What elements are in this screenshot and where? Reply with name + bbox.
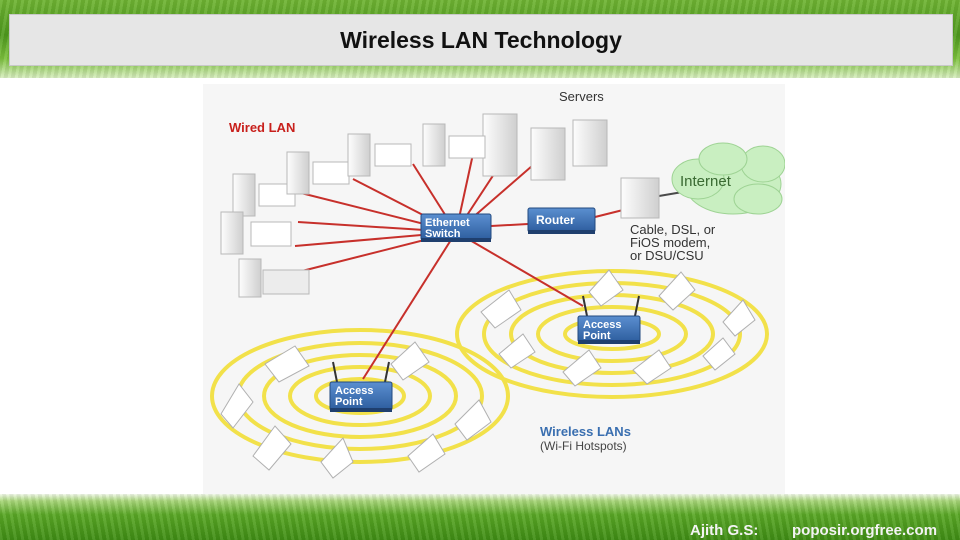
- wired-lan-label: Wired LAN: [229, 120, 295, 135]
- slide-title: Wireless LAN Technology: [340, 26, 622, 53]
- access-point-right-line1: Access: [583, 319, 622, 331]
- modem-label-line3: or DSU/CSU: [630, 248, 704, 263]
- modem-label-line2: FiOS modem,: [630, 235, 710, 250]
- modem-label-line1: Cable, DSL, or: [630, 222, 716, 237]
- wired-desktops: [220, 123, 486, 298]
- wifi-rings-left: [210, 328, 510, 464]
- wireless-lans-label: Wireless LANs: [540, 424, 631, 439]
- switch-label-line1: Ethernet: [425, 217, 470, 229]
- router-device: [527, 207, 596, 234]
- internet-cloud: [671, 142, 786, 215]
- access-point-right-line2: Point: [583, 330, 611, 342]
- network-diagram: Servers Wired LAN Ethernet Switch Router…: [203, 84, 786, 494]
- server-rack: [482, 113, 608, 181]
- title-bar: Wireless LAN Technology: [9, 14, 953, 66]
- footer-author: Ajith G.S:: [690, 522, 759, 539]
- access-point-left: [329, 361, 393, 412]
- network-diagram-svg: Servers Wired LAN Ethernet Switch Router…: [210, 89, 786, 479]
- access-point-right: [577, 295, 641, 344]
- access-point-left-line2: Point: [335, 396, 363, 408]
- router-label: Router: [536, 213, 575, 227]
- laptops-left-hotspot: [220, 341, 492, 479]
- servers-label: Servers: [559, 89, 604, 104]
- modem-box: [620, 177, 660, 219]
- footer-site: poposir.orgfree.com: [792, 522, 938, 539]
- laptops-right-hotspot: [480, 269, 756, 387]
- bottom-grass-band: [0, 494, 960, 540]
- internet-label: Internet: [680, 173, 732, 190]
- ethernet-switch: [420, 213, 492, 242]
- switch-label-line2: Switch: [425, 228, 461, 240]
- wifi-hotspots-label: (Wi-Fi Hotspots): [540, 439, 627, 453]
- access-point-left-line1: Access: [335, 385, 374, 397]
